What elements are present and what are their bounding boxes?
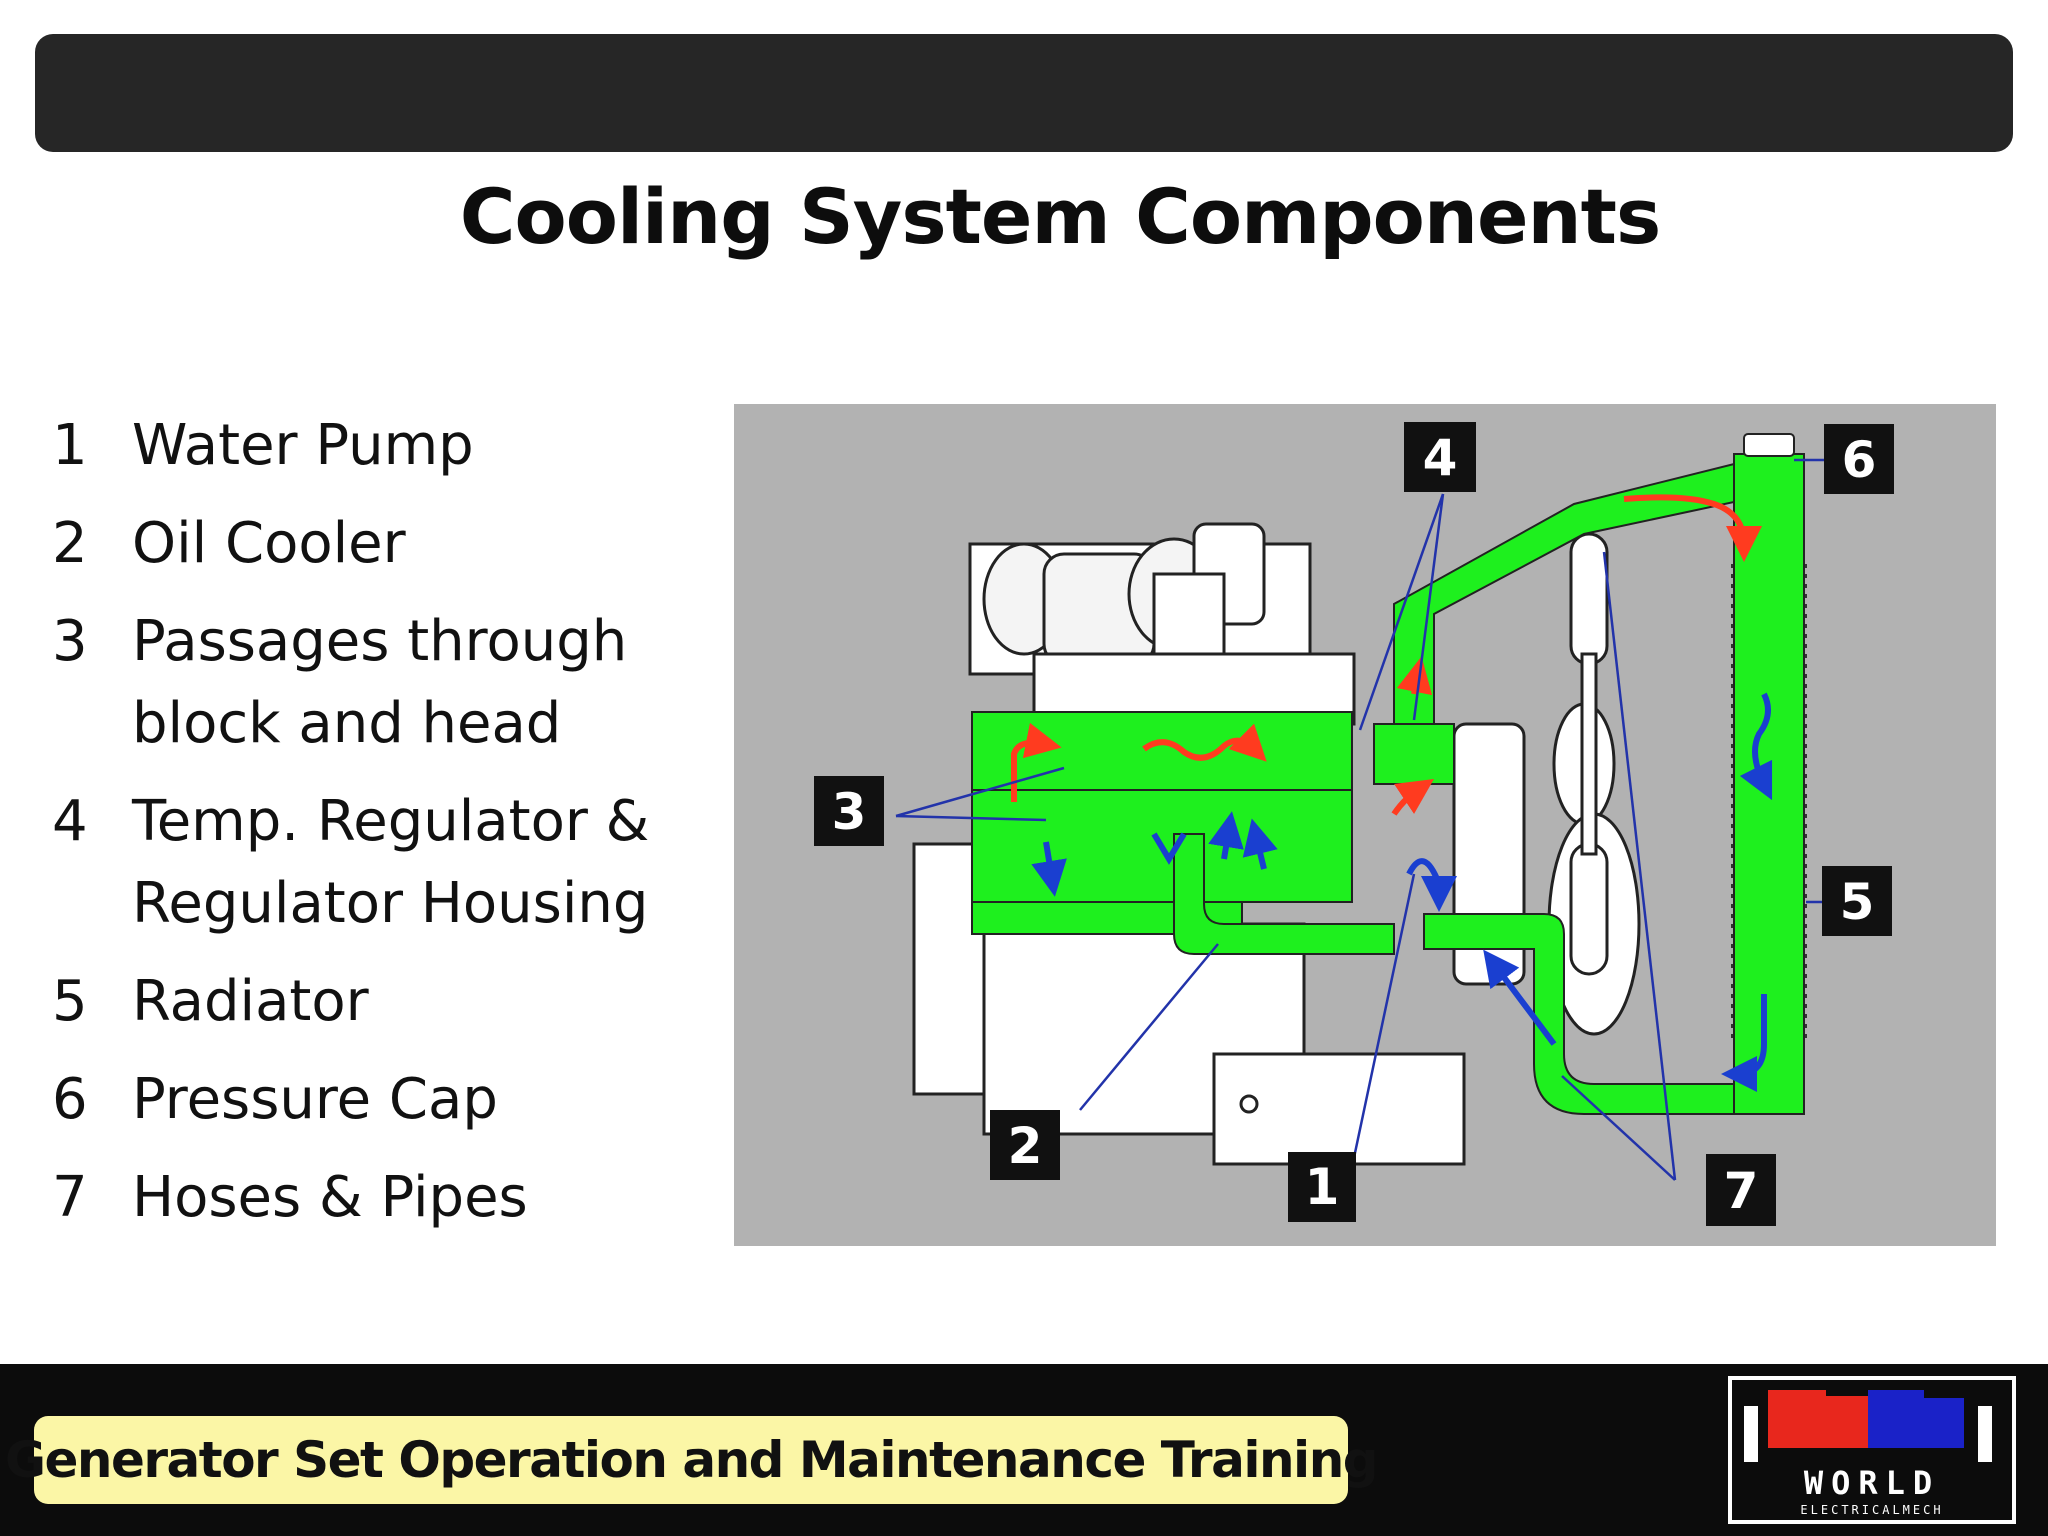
callout-4: 4 — [1404, 422, 1476, 492]
list-item: 4 Temp. Regulator & Regulator Housing — [52, 781, 692, 945]
coolant-passages — [971, 433, 1805, 1115]
logo-text: WORLD — [1804, 1464, 1940, 1502]
leader-lines — [895, 458, 1828, 1187]
callout-2: 2 — [990, 1110, 1060, 1180]
item-number: 3 — [52, 609, 88, 674]
callout-7: 7 — [1706, 1154, 1776, 1226]
radiator-core — [1733, 453, 1805, 1115]
callout-5-label: 5 — [1840, 873, 1875, 931]
callout-4-label: 4 — [1423, 429, 1458, 487]
item-number: 2 — [52, 511, 88, 576]
list-item: 2 Oil Cooler — [52, 503, 692, 585]
callout-6: 6 — [1824, 424, 1894, 494]
page-title: Cooling System Components — [459, 172, 1661, 261]
item-label: Temp. Regulator & Regulator Housing — [132, 789, 650, 936]
footer-title: Generator Set Operation and Maintenance … — [5, 1416, 1379, 1504]
component-list: 1 Water Pump 2 Oil Cooler 3 Passages throug… — [52, 405, 692, 1255]
item-number: 5 — [52, 969, 88, 1034]
item-number: 7 — [52, 1165, 88, 1230]
callout-1-label: 1 — [1305, 1158, 1340, 1216]
hot-flow-arrows — [1011, 494, 1762, 816]
world-electricalmech-logo: WORLD ELECTRICALMECH — [1728, 1376, 2016, 1524]
item-number: 1 — [52, 413, 88, 478]
radiator-fins — [1731, 564, 1807, 1044]
cooling-system-diagram: 1 2 3 4 5 6 7 — [734, 404, 1996, 1246]
list-item: 6 Pressure Cap — [52, 1059, 692, 1141]
item-label: Oil Cooler — [132, 511, 406, 576]
callout-3: 3 — [814, 776, 884, 846]
pressure-cap — [1743, 433, 1795, 457]
item-label: Pressure Cap — [132, 1067, 498, 1132]
item-number: 4 — [52, 789, 88, 854]
list-item: 3 Passages through block and head — [52, 601, 692, 765]
lower-radiator-hose — [1423, 913, 1735, 1115]
item-label: Hoses & Pipes — [132, 1165, 528, 1230]
callout-3-label: 3 — [832, 783, 867, 841]
list-item: 7 Hoses & Pipes — [52, 1157, 692, 1239]
callout-5: 5 — [1822, 866, 1892, 936]
thermostat-housing — [1373, 723, 1455, 785]
callout-7-label: 7 — [1724, 1162, 1759, 1220]
oil-cooler — [1173, 833, 1395, 955]
callout-2-label: 2 — [1008, 1117, 1043, 1175]
logo-subtext: ELECTRICALMECH — [1800, 1503, 1943, 1517]
item-label: Passages through block and head — [132, 609, 628, 756]
list-item: 5 Radiator — [52, 961, 692, 1043]
list-item: 1 Water Pump — [52, 405, 692, 487]
item-number: 6 — [52, 1067, 88, 1132]
header-bar — [35, 34, 2013, 152]
callout-1: 1 — [1288, 1152, 1356, 1222]
item-label: Water Pump — [132, 413, 474, 478]
callout-6-label: 6 — [1842, 431, 1877, 489]
item-label: Radiator — [132, 969, 369, 1034]
cool-flow-arrows — [1031, 692, 1773, 1092]
